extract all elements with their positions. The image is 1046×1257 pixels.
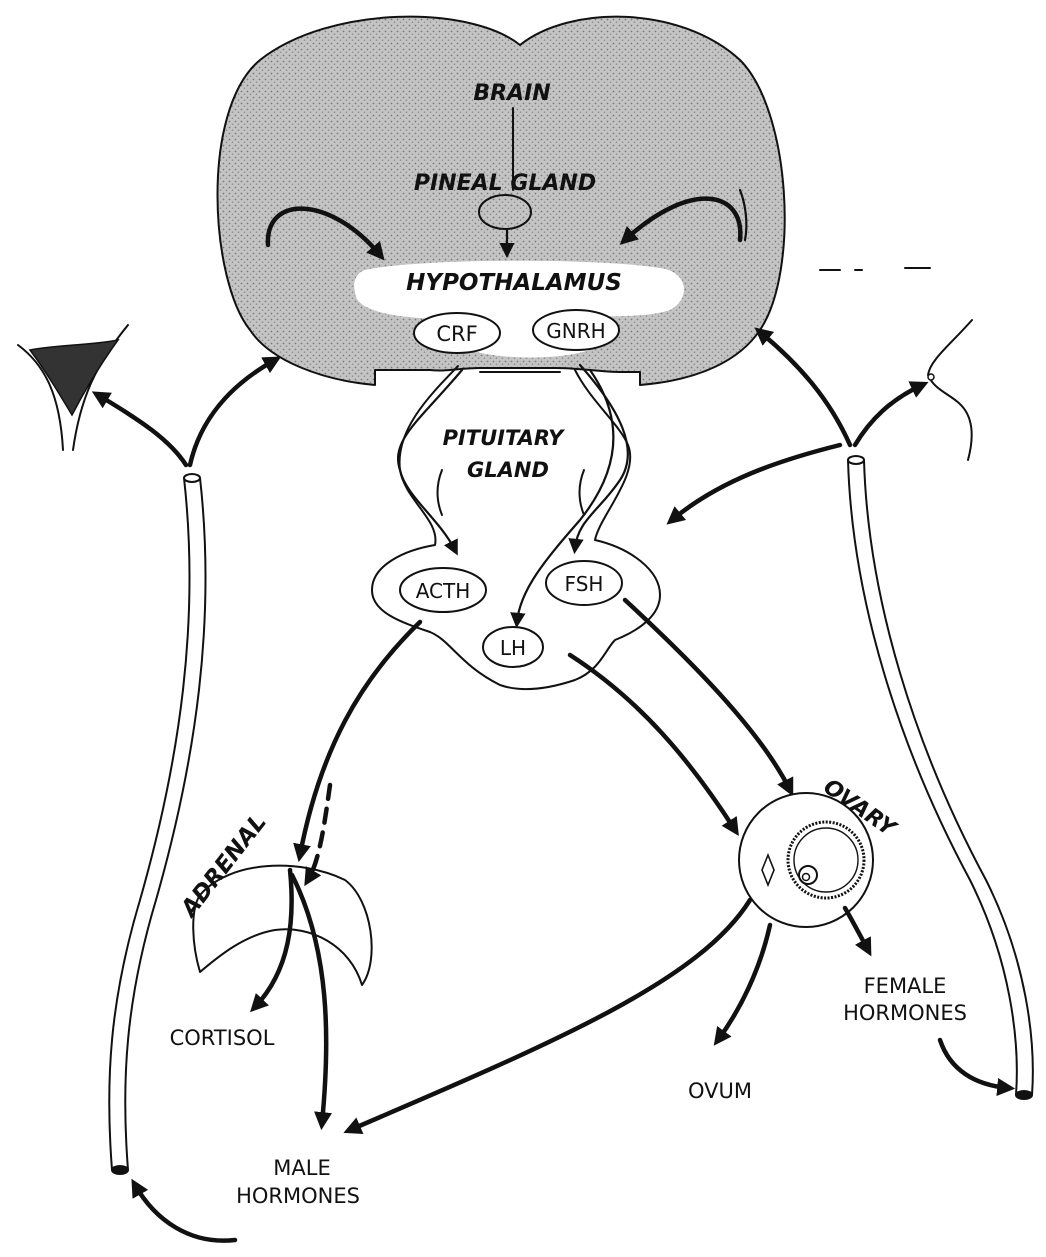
fsh-to-ovary-arrow (625, 600, 790, 790)
brain-label: BRAIN (473, 81, 550, 106)
left-tube-to-brain-arrow (190, 360, 275, 465)
lh-label: LH (500, 636, 526, 660)
fsh-label: FSH (565, 572, 604, 596)
crf-label: CRF (436, 322, 477, 346)
right-tube-to-pituitary-arrow (672, 445, 840, 520)
hypothalamus-label: HYPOTHALAMUS (406, 270, 622, 296)
pituitary-label-2: GLAND (467, 458, 549, 482)
pineal-gland-label: PINEAL GLAND (414, 171, 596, 196)
breast-icon (928, 320, 972, 460)
scan-marks (820, 268, 930, 270)
gnrh-to-fsh-arrow (575, 365, 628, 548)
ovary-to-ovum-arrow (718, 925, 770, 1040)
cortisol-label: CORTISOL (170, 1026, 275, 1050)
ovum-label: OVUM (688, 1079, 752, 1103)
adrenal-to-male-hormones-arrow (292, 875, 326, 1123)
ovary-to-female-hormones-arrow (845, 908, 868, 950)
gnrh-label: GNRH (546, 319, 605, 343)
female-hormones-label-2: HORMONES (843, 1001, 967, 1025)
left-tube-to-pubic-arrow (98, 395, 186, 465)
pubic-hair-icon (18, 325, 128, 450)
pituitary-bracket-left (438, 470, 443, 515)
pineal-gland (479, 195, 531, 229)
adrenal-to-cortisol-arrow (255, 870, 292, 1007)
male-hormones-to-tube-arrow (135, 1185, 235, 1241)
pituitary-bracket-right (580, 470, 585, 515)
acth-to-adrenal-arrow (300, 622, 420, 855)
right-tube-to-brain-arrow (760, 332, 850, 445)
female-hormones-label-1: FEMALE (864, 974, 947, 998)
male-hormones-label-2: HORMONES (236, 1184, 360, 1208)
left-tube (109, 474, 205, 1174)
female-hormones-to-tube-arrow (940, 1040, 1008, 1088)
pituitary-label-1: PITUITARY (443, 426, 566, 450)
right-tube-to-breast-arrow (855, 385, 922, 445)
male-hormones-label-1: MALE (273, 1156, 330, 1180)
acth-label: ACTH (416, 579, 471, 603)
